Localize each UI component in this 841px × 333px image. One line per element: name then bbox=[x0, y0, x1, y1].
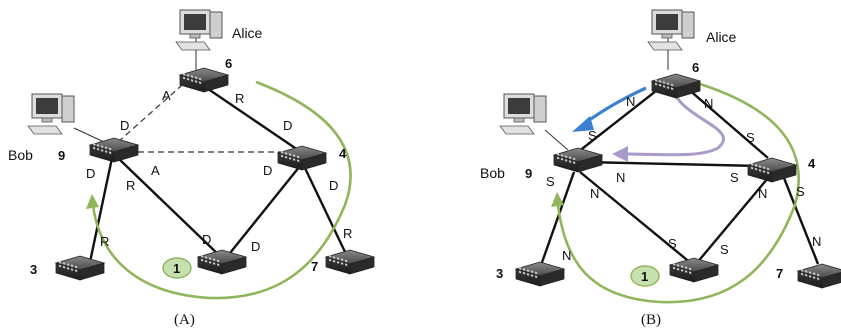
port-label: N bbox=[812, 234, 821, 249]
port-label: D bbox=[86, 166, 95, 181]
link-6-4 bbox=[679, 81, 769, 159]
port-label: S bbox=[720, 242, 729, 257]
switch-1 bbox=[197, 249, 247, 275]
panel-a: Alice Bob 6 9 4 3 1 7 A R D D D R A D D … bbox=[8, 9, 375, 328]
host-label-alice: Alice bbox=[232, 25, 263, 41]
host-bob bbox=[499, 93, 547, 135]
switch-7 bbox=[325, 249, 375, 275]
switch-label: 3 bbox=[496, 266, 503, 281]
host-alice bbox=[175, 9, 223, 51]
port-label: S bbox=[746, 130, 755, 145]
link-bob-9 bbox=[544, 129, 569, 151]
switch-label: 1 bbox=[173, 261, 180, 276]
panel-caption: (A) bbox=[174, 312, 195, 328]
port-label: R bbox=[343, 226, 352, 241]
switch-7 bbox=[797, 263, 841, 289]
link-9-3 bbox=[538, 171, 576, 269]
panel-caption: (B) bbox=[641, 312, 661, 328]
port-label: N bbox=[562, 248, 571, 263]
switch-4 bbox=[277, 145, 327, 171]
port-label: N bbox=[616, 170, 625, 185]
switch-label: 4 bbox=[339, 146, 347, 161]
switch-label: 9 bbox=[525, 166, 532, 181]
switch-3 bbox=[55, 255, 105, 281]
port-label: D bbox=[120, 118, 129, 133]
port-label: A bbox=[151, 163, 160, 178]
link-9-4 bbox=[583, 160, 761, 168]
port-label: S bbox=[588, 128, 597, 143]
host-bob bbox=[27, 93, 75, 135]
switch-3 bbox=[515, 261, 565, 287]
port-label: S bbox=[730, 170, 739, 185]
link-9-1 bbox=[579, 171, 693, 265]
switch-1-highlight bbox=[162, 257, 192, 279]
port-label: D bbox=[283, 118, 292, 133]
link-bob-9 bbox=[73, 127, 105, 143]
port-label: R bbox=[100, 234, 109, 249]
port-label: N bbox=[626, 94, 635, 109]
switch-6 bbox=[179, 67, 229, 93]
flow-path-purple bbox=[625, 95, 725, 157]
port-label: A bbox=[162, 88, 171, 103]
switch-1 bbox=[669, 257, 719, 283]
switch-label: 4 bbox=[808, 156, 816, 171]
link-9-1 bbox=[117, 157, 223, 259]
flow-path-green bbox=[556, 82, 800, 304]
host-label-alice: Alice bbox=[706, 29, 737, 45]
switch-label: 9 bbox=[58, 148, 65, 163]
link-4-7 bbox=[782, 177, 820, 265]
port-label: N bbox=[758, 186, 767, 201]
flow-arrowhead-purple bbox=[612, 146, 628, 162]
link-9-3 bbox=[88, 157, 114, 263]
switch-label: 6 bbox=[692, 60, 699, 75]
link-6-9 bbox=[117, 77, 191, 143]
port-label: R bbox=[126, 178, 135, 193]
link-4-7 bbox=[302, 165, 348, 255]
port-label: S bbox=[668, 236, 677, 251]
port-label: D bbox=[263, 163, 272, 178]
switch-label: 7 bbox=[776, 266, 783, 281]
port-label: N bbox=[590, 186, 599, 201]
switch-9 bbox=[89, 137, 139, 163]
host-label-bob: Bob bbox=[8, 147, 33, 163]
flow-arrowhead-blue bbox=[572, 116, 594, 132]
port-label: N bbox=[704, 96, 713, 111]
switch-4 bbox=[747, 157, 797, 183]
panel-b: Alice Bob 6 9 4 3 1 7 N N S S N S S N S … bbox=[480, 9, 841, 328]
port-label: S bbox=[796, 184, 805, 199]
switch-1-highlight bbox=[630, 265, 660, 287]
flow-arrowhead-green bbox=[86, 194, 99, 209]
switch-9 bbox=[553, 147, 603, 173]
link-4-1 bbox=[695, 177, 769, 265]
switch-label: 3 bbox=[30, 262, 37, 277]
port-label: D bbox=[251, 239, 260, 254]
link-4-1 bbox=[225, 165, 301, 259]
flow-path-green bbox=[91, 80, 352, 300]
host-label-bob: Bob bbox=[480, 165, 505, 181]
host-alice bbox=[647, 9, 695, 51]
switch-label: 1 bbox=[641, 269, 648, 284]
flow-arrowhead-green bbox=[551, 192, 564, 207]
switch-label: 7 bbox=[311, 259, 318, 274]
port-label: D bbox=[202, 232, 211, 247]
port-label: D bbox=[329, 178, 338, 193]
port-label: S bbox=[546, 174, 555, 189]
port-label: R bbox=[235, 91, 244, 106]
switch-label: 6 bbox=[225, 56, 232, 71]
